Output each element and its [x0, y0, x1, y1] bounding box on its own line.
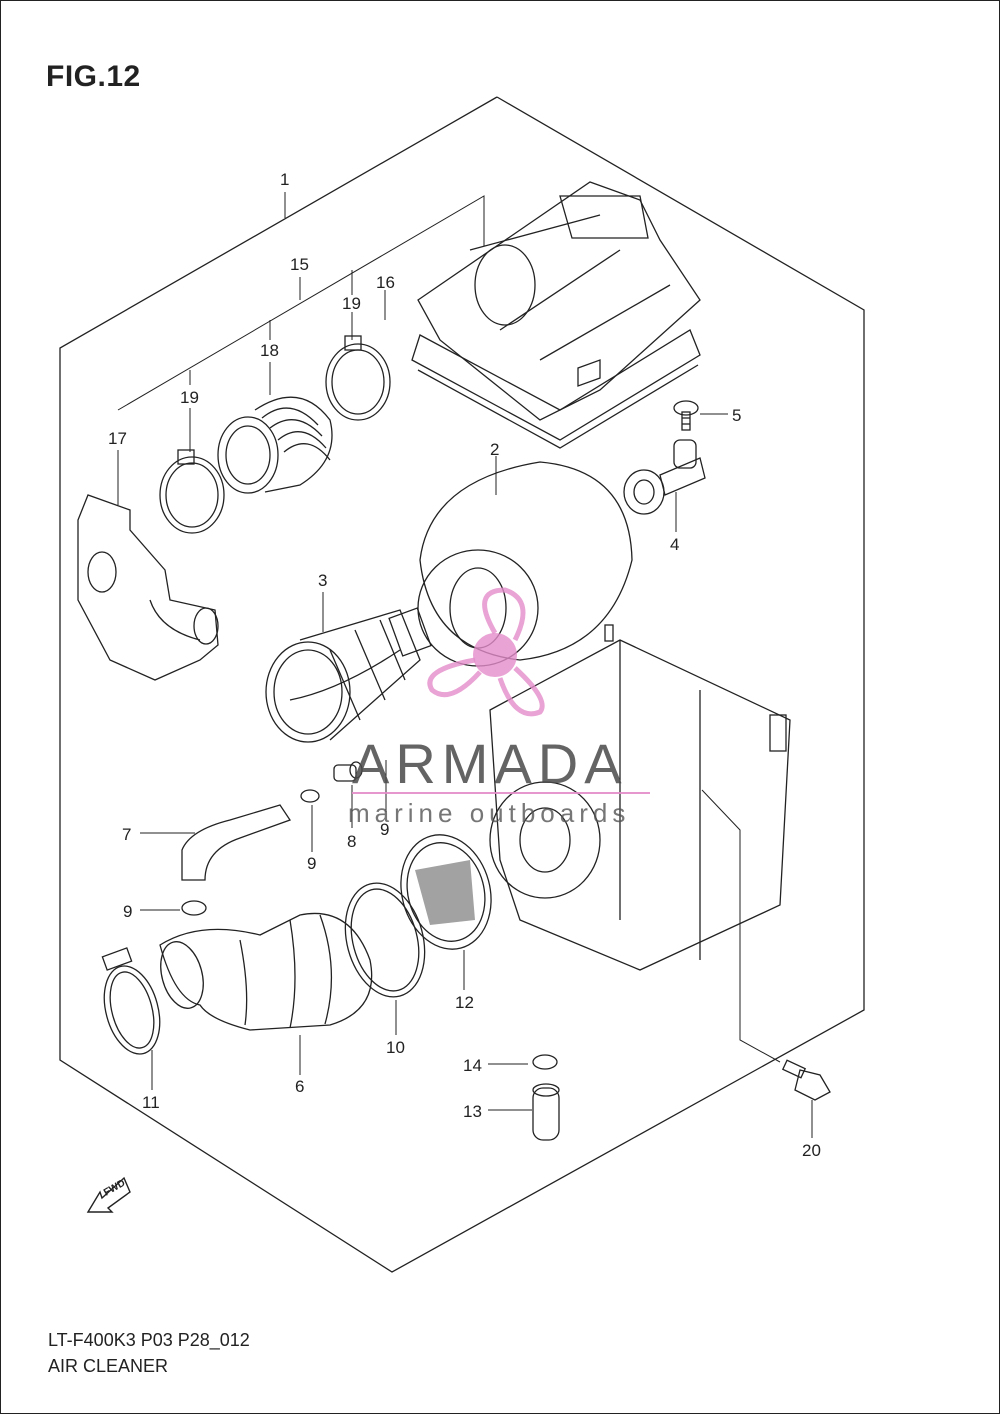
cap-seal: [411, 329, 701, 449]
callout-15: 15: [290, 255, 309, 274]
callout-3: 3: [318, 571, 327, 590]
watermark-tagline: marine outboards: [348, 798, 630, 828]
callout-8: 8: [347, 832, 356, 851]
fwd-arrow-icon: FWD: [86, 1176, 131, 1213]
callout-19b: 19: [180, 388, 199, 407]
cap-screw: [673, 400, 699, 431]
callout-13: 13: [463, 1102, 482, 1121]
callout-19a: 19: [342, 294, 361, 313]
callout-1: 1: [280, 170, 289, 189]
upper-clamps: [159, 335, 391, 534]
callout-7: 7: [122, 825, 131, 844]
intake-duct: [77, 494, 219, 681]
mounting-bolt: [781, 1059, 831, 1101]
callout-18: 18: [260, 341, 279, 360]
element-cage: [265, 607, 432, 743]
callout-9a: 9: [307, 854, 316, 873]
callout-14: 14: [463, 1056, 482, 1075]
callout-2: 2: [490, 440, 499, 459]
assembly-outline: [59, 96, 865, 1273]
outlet-tube: [159, 912, 373, 1031]
callout-6: 6: [295, 1077, 304, 1096]
callout-labels: 1 2 3 4 5 6 7 8 9 9 9 10 11 12 13 14 15 …: [108, 170, 821, 1160]
outlet-screen: [400, 834, 492, 950]
callout-9c: 9: [123, 902, 132, 921]
watermark: ARMADA marine outboards: [348, 587, 650, 828]
figure-code: LT-F400K3 P03 P28_012: [48, 1330, 250, 1350]
watermark-brand: ARMADA: [352, 732, 628, 795]
cap-bracket: [623, 439, 706, 515]
drain-fitting: [181, 761, 363, 916]
callout-12: 12: [455, 993, 474, 1012]
air-cleaner-cap: [417, 181, 701, 421]
drain-plug-parts: [532, 1054, 560, 1141]
callout-10: 10: [386, 1038, 405, 1057]
callout-20: 20: [802, 1141, 821, 1160]
figure-title: FIG.12: [46, 60, 141, 93]
intake-bellows: [217, 396, 333, 494]
callout-11: 11: [142, 1093, 160, 1112]
outlet-clamp: [101, 947, 161, 1055]
outlet-seal: [344, 882, 426, 998]
figure-name: AIR CLEANER: [48, 1356, 169, 1376]
callout-5: 5: [732, 406, 741, 425]
leader-lines: [117, 192, 813, 1138]
callout-16: 16: [376, 273, 395, 292]
callout-9b: 9: [380, 820, 389, 839]
air-cleaner-element: [417, 461, 633, 667]
callout-4: 4: [670, 535, 679, 554]
drain-hose: [181, 804, 292, 881]
air-cleaner-box: [489, 624, 791, 971]
callout-17: 17: [108, 429, 127, 448]
